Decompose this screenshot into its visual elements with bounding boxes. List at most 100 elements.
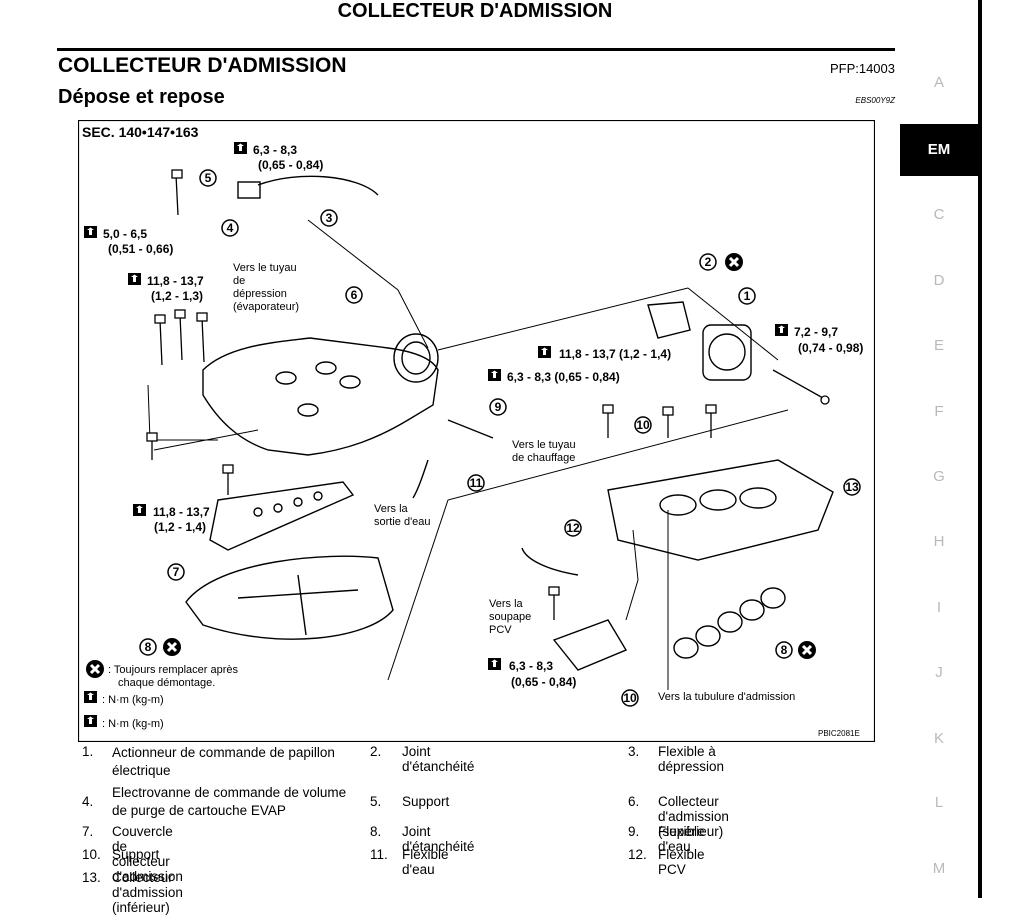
- sidebar-item-a[interactable]: A: [933, 74, 944, 91]
- note-chauffage: Vers le tuyau: [512, 439, 576, 451]
- section-subtitle: Dépose et repose: [58, 86, 225, 108]
- svg-text:1: 1: [744, 289, 751, 303]
- svg-text:8: 8: [781, 643, 788, 657]
- key-nm: : N·m (kg-m): [102, 718, 164, 730]
- torque-value: (0,74 - 0,98): [798, 341, 863, 355]
- torque-wrench-icon: [488, 658, 501, 670]
- sidebar-item-g[interactable]: G: [933, 468, 945, 485]
- replace-icon: [723, 251, 745, 273]
- svg-text:5: 5: [205, 171, 212, 185]
- legend-number: 8.: [370, 824, 382, 839]
- margin-bar: [978, 0, 982, 898]
- throttle-body: [702, 324, 752, 381]
- legend-text: Flexible à dépression: [658, 744, 725, 774]
- sidebar-item-f[interactable]: F: [934, 403, 944, 420]
- note-depression: dépression: [233, 288, 287, 300]
- vacuum-hose: [257, 175, 379, 196]
- pfp-code: PFP:14003: [829, 61, 895, 76]
- legend-text: Actionneur de commande de papillon: [112, 745, 335, 760]
- note-tubulure: Vers la tubulure d'admission: [658, 691, 795, 703]
- sidebar-item-k[interactable]: K: [933, 730, 944, 747]
- replace-icon: [161, 636, 183, 658]
- parts-legend: 1. Actionneur de commande de papillon éle…: [78, 744, 898, 915]
- sidebar-item-e[interactable]: E: [933, 337, 944, 354]
- figure-ref: PBIC2081E: [818, 729, 860, 738]
- note-depression: de: [233, 275, 245, 287]
- torque-wrench-icon: [128, 273, 141, 285]
- note-sortie: Vers la: [374, 503, 409, 515]
- legend-number: 6.: [628, 794, 640, 809]
- collector-cover: [185, 555, 394, 640]
- note-depression: (évaporateur): [233, 301, 299, 313]
- replace-icon: [796, 639, 818, 661]
- legend-number: 4.: [82, 794, 94, 809]
- torque-value: (0,65 - 0,84): [258, 158, 323, 172]
- torque-value: 6,3 - 8,3 (0,65 - 0,84): [507, 370, 620, 384]
- key-replace: : Toujours remplacer après: [108, 664, 239, 676]
- torque-wrench-icon: [538, 346, 551, 358]
- legend-text: Support: [112, 847, 160, 862]
- section-title: COLLECTEUR D'ADMISSION: [58, 54, 347, 77]
- bolts: [146, 169, 830, 620]
- sidebar-item-c[interactable]: C: [933, 206, 945, 223]
- key-replace: chaque démontage.: [118, 677, 215, 689]
- torque-wrench-icon: [234, 142, 247, 154]
- replace-icon: [84, 658, 106, 680]
- note-pcv: Vers la: [489, 598, 524, 610]
- torque-value: 11,8 - 13,7: [153, 505, 210, 519]
- sidebar-item-d[interactable]: D: [933, 272, 945, 289]
- legend-text: Support: [402, 794, 450, 809]
- legend-number: 2.: [370, 744, 382, 759]
- cover-gasket: [209, 481, 355, 551]
- diagram-notes: Vers le tuyau de dépression (évaporateur…: [102, 262, 860, 738]
- legend-text: Flexible d'eau: [658, 824, 705, 854]
- legend-text: Joint d'étanchéité: [402, 744, 475, 774]
- sidebar-item-h[interactable]: H: [933, 533, 945, 550]
- sidebar-item-i[interactable]: I: [936, 599, 942, 616]
- legend-text: Collecteur d'admission (inférieur): [112, 870, 183, 915]
- torque-value: 5,0 - 6,5: [103, 227, 147, 241]
- legend-number: 1.: [82, 744, 94, 759]
- svg-text:6: 6: [351, 288, 358, 302]
- legend-number: 7.: [82, 824, 94, 839]
- legend-text: Couvercle de collecteur d'admission: [112, 824, 183, 884]
- exploded-diagram: 5 4 3 6 2 1 9 10 11 13 7 12 8 8 10 SEC. …: [78, 120, 875, 742]
- legend-number: 12.: [628, 847, 647, 862]
- svg-text:7: 7: [173, 565, 180, 579]
- sidebar-item-j[interactable]: J: [935, 664, 943, 681]
- legend-text: de purge de cartouche EVAP: [112, 803, 286, 818]
- torque-wrench-icon: [775, 324, 788, 336]
- sidebar-item-l[interactable]: L: [934, 794, 944, 811]
- svg-text:2: 2: [705, 255, 712, 269]
- note-sortie: sortie d'eau: [374, 516, 431, 528]
- svg-text:4: 4: [227, 221, 234, 235]
- header-rule: [57, 48, 895, 51]
- torque-value: (0,51 - 0,66): [108, 242, 173, 256]
- torque-value: 11,8 - 13,7: [147, 274, 204, 288]
- sec-label: SEC. 140•147•163: [82, 124, 199, 140]
- torque-value: 6,3 - 8,3: [509, 659, 553, 673]
- legend-text: Joint d'étanchéité: [402, 824, 475, 854]
- note-depression: Vers le tuyau: [233, 262, 297, 274]
- page-title: COLLECTEUR D'ADMISSION: [337, 0, 613, 22]
- note-pcv: soupape: [489, 611, 531, 623]
- sidebar-item-m[interactable]: M: [932, 860, 946, 877]
- torque-value: 7,2 - 9,7: [794, 325, 838, 339]
- svg-text:13: 13: [845, 480, 859, 494]
- svg-text:9: 9: [495, 400, 502, 414]
- sidebar-item-em[interactable]: EM: [900, 124, 978, 176]
- torque-wrench-icon: [133, 504, 146, 516]
- legend-text: Flexible d'eau: [402, 847, 449, 877]
- legend-number: 3.: [628, 744, 640, 759]
- legend-text: Collecteur d'admission (supérieur): [658, 794, 729, 839]
- lower-collector: [607, 459, 834, 561]
- legend-text: Electrovanne de commande de volume: [112, 785, 347, 800]
- torque-value: (1,2 - 1,3): [151, 289, 203, 303]
- torque-wrench-icon: [84, 691, 97, 703]
- upper-collector: [202, 337, 439, 456]
- torque-value: (0,65 - 0,84): [511, 675, 576, 689]
- legend-text: électrique: [112, 763, 171, 778]
- diagram-labels: SEC. 140•147•163 6,3 - 8,3 (0,65 - 0,84)…: [82, 124, 863, 689]
- key-nm: : N·m (kg-m): [102, 694, 164, 706]
- legend-number: 9.: [628, 824, 640, 839]
